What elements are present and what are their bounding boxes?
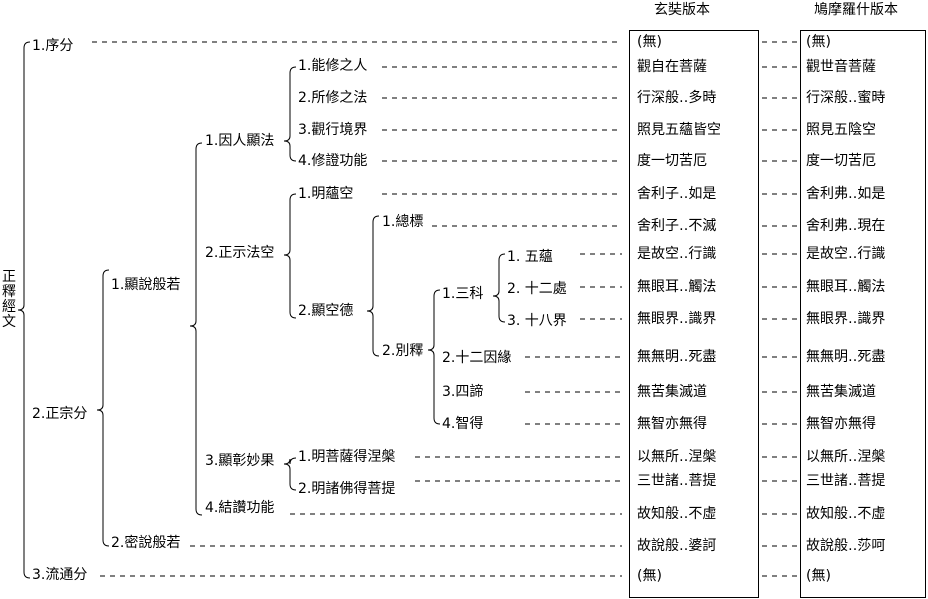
node-cause-1: 1.能修之人 — [296, 58, 370, 74]
xuanzang-row-3: 行深般‥多時 — [637, 90, 717, 106]
xuanzang-row-16: 故知般‥不虛 — [637, 506, 717, 522]
xuanzang-row-11: 無無明‥死盡 — [637, 349, 717, 365]
kumarajiva-row-6: 舍利弗‥如是 — [806, 186, 886, 202]
xuanzang-row-6: 舍利子‥如是 — [637, 186, 717, 202]
brace-wonder — [283, 457, 297, 491]
brace-three — [492, 253, 506, 323]
kumarajiva-row-8: 是故空‥行識 — [806, 246, 886, 262]
header-xuanzang: 玄奘版本 — [654, 2, 710, 18]
xuanzang-row-1: (無) — [637, 34, 662, 50]
header-kumarajiva: 鳩摩羅什版本 — [814, 2, 898, 18]
xuanzang-row-15: 三世諸‥菩提 — [637, 473, 717, 489]
node-four-truths: 3.四諦 — [440, 384, 486, 400]
kumarajiva-row-4: 照見五陰空 — [806, 122, 876, 138]
dashed-leaders — [92, 41, 797, 577]
xuanzang-row-10: 無眼界‥識界 — [637, 311, 717, 327]
brace-main — [96, 269, 110, 547]
node-main: 2.正宗分 — [30, 406, 90, 422]
xuanzang-row-4: 照見五蘊皆空 — [637, 122, 721, 138]
node-virtue-empty: 2.顯空德 — [296, 303, 356, 319]
xuanzang-row-14: 以無所‥涅槃 — [637, 449, 717, 465]
kumarajiva-row-7: 舍利弗‥現在 — [806, 218, 886, 234]
node-preface: 1.序分 — [30, 38, 76, 54]
node-esoteric: 2.密說般若 — [109, 535, 183, 551]
kumarajiva-row-12: 無苦集滅道 — [806, 384, 876, 400]
node-twelve-links: 2.十二因緣 — [440, 350, 514, 366]
node-cause-3: 3.觀行境界 — [296, 122, 370, 138]
kumarajiva-row-2: 觀世音菩薩 — [806, 59, 876, 75]
root-label: 正釋經文 — [2, 269, 16, 330]
node-circulation: 3.流通分 — [30, 567, 90, 583]
brace-virtue — [366, 215, 380, 357]
node-ayatanas: 2. 十二處 — [505, 281, 569, 297]
brace-specific — [427, 289, 441, 425]
kumarajiva-row-14: 以無所‥涅槃 — [806, 449, 886, 465]
kumarajiva-column-box — [800, 30, 926, 598]
kumarajiva-row-9: 無眼耳‥觸法 — [806, 279, 886, 295]
brace-emptiness — [283, 193, 297, 319]
tree-braces — [17, 41, 506, 579]
brace-root — [17, 41, 31, 579]
kumarajiva-row-11: 無無明‥死盡 — [806, 349, 886, 365]
xuanzang-row-13: 無智亦無得 — [637, 416, 707, 432]
kumarajiva-row-13: 無智亦無得 — [806, 416, 876, 432]
node-wonder-1: 1.明菩薩得涅槃 — [296, 449, 398, 465]
node-general: 1.總標 — [380, 214, 426, 230]
node-dhatus: 3. 十八界 — [505, 313, 569, 329]
xuanzang-row-8: 是故空‥行識 — [637, 246, 717, 262]
kumarajiva-row-15: 三世諸‥菩提 — [806, 473, 886, 489]
xuanzang-row-2: 觀自在菩薩 — [637, 59, 707, 75]
node-cause-4: 4.修證功能 — [296, 153, 370, 169]
node-exoteric: 1.顯說般若 — [109, 277, 183, 293]
xuanzang-row-5: 度一切苦厄 — [637, 153, 707, 169]
xuanzang-row-12: 無苦集滅道 — [637, 384, 707, 400]
xuanzang-row-17: 故說般‥婆訶 — [637, 538, 717, 554]
node-conclusion: 4.結讚功能 — [203, 500, 277, 516]
node-aggregates-empty: 1.明蘊空 — [296, 186, 356, 202]
node-skandhas: 1. 五蘊 — [505, 249, 555, 265]
kumarajiva-row-17: 故說般‥莎呵 — [806, 538, 886, 554]
kumarajiva-row-3: 行深般‥蜜時 — [806, 90, 886, 106]
node-attainment: 4.智得 — [440, 416, 486, 432]
kumarajiva-row-1: (無) — [806, 34, 831, 50]
xuanzang-column-box — [629, 30, 759, 598]
xuanzang-row-9: 無眼耳‥觸法 — [637, 279, 717, 295]
node-cause: 1.因人顯法 — [203, 133, 277, 149]
node-cause-2: 2.所修之法 — [296, 90, 370, 106]
node-wonder: 3.顯彰妙果 — [203, 453, 277, 469]
node-emptiness: 2.正示法空 — [203, 245, 277, 261]
kumarajiva-row-5: 度一切苦厄 — [806, 153, 876, 169]
node-wonder-2: 2.明諸佛得菩提 — [296, 481, 398, 497]
kumarajiva-row-16: 故知般‥不虛 — [806, 506, 886, 522]
brace-exoteric — [189, 142, 203, 516]
node-three-sections: 1.三科 — [440, 286, 486, 302]
kumarajiva-row-10: 無眼界‥識界 — [806, 311, 886, 327]
brace-cause — [283, 66, 297, 162]
node-specific: 2.別釋 — [380, 343, 426, 359]
kumarajiva-row-18: (無) — [806, 568, 831, 584]
xuanzang-row-7: 舍利子‥不滅 — [637, 218, 717, 234]
xuanzang-row-18: (無) — [637, 568, 662, 584]
